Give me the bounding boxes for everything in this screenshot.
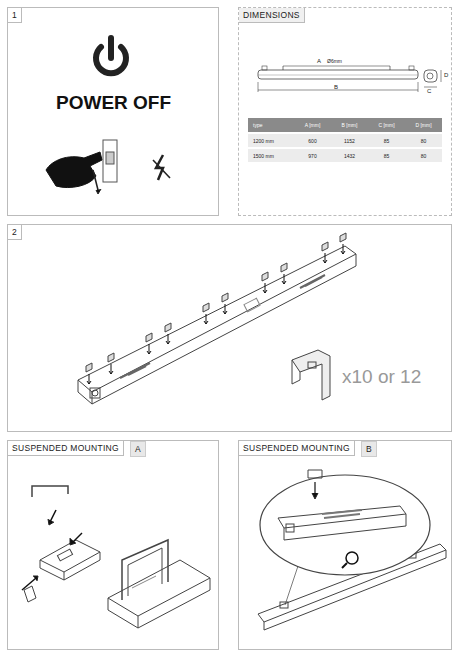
- step-number: 2: [8, 225, 22, 240]
- variant-letter: A: [130, 441, 146, 457]
- table-cell: 600: [294, 133, 331, 147]
- panel: 2 x10 or 12: [7, 224, 452, 432]
- dimension-label: D: [444, 72, 448, 78]
- table-cell: 1432: [331, 148, 368, 162]
- table-cell: 80: [405, 148, 442, 162]
- table-cell: 85: [368, 133, 405, 147]
- panel: SUSPENDED MOUNTING B: [238, 440, 452, 650]
- dimension-label: C: [427, 88, 431, 94]
- table-cell: C [mm]: [368, 118, 405, 132]
- panel: SUSPENDED MOUNTING A: [7, 440, 219, 650]
- table-cell: 85: [368, 148, 405, 162]
- table-cell: 1152: [331, 133, 368, 147]
- panel: 1POWER OFF: [7, 7, 219, 216]
- dimension-label: A: [317, 58, 321, 64]
- dimension-label: Ø6mm: [327, 58, 342, 64]
- table-cell: 970: [294, 148, 331, 162]
- panel-heading: POWER OFF: [56, 92, 171, 114]
- table-cell: 1200 mm: [248, 133, 294, 147]
- table-cell: B [mm]: [331, 118, 368, 132]
- table-cell: 80: [405, 133, 442, 147]
- panel-title: DIMENSIONS: [239, 8, 305, 23]
- table-cell: D [mm]: [405, 118, 442, 132]
- table-cell: type: [248, 118, 294, 132]
- variant-letter: B: [361, 441, 377, 457]
- panel-title: SUSPENDED MOUNTING: [8, 441, 124, 456]
- step-number: 1: [8, 8, 22, 23]
- table-cell: A [mm]: [294, 118, 331, 132]
- dimension-label: B: [334, 84, 338, 90]
- quantity-note: x10 or 12: [342, 366, 421, 388]
- panel-title: SUSPENDED MOUNTING: [239, 441, 355, 456]
- table-cell: 1500 mm: [248, 148, 294, 162]
- panel: DIMENSIONS: [238, 7, 452, 216]
